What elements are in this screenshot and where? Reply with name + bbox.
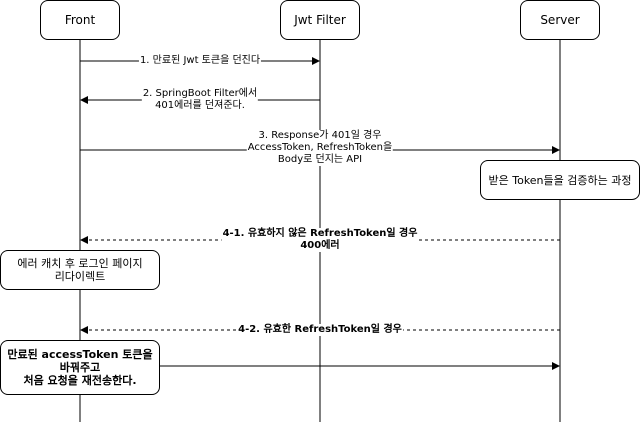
- note-front-resend: 만료된 accessToken 토큰을 바꿔주고 처음 요청을 재전송한다.: [0, 340, 160, 395]
- actor-server: Server: [520, 0, 600, 40]
- actor-jwt-filter: Jwt Filter: [280, 0, 360, 40]
- actor-front: Front: [40, 0, 120, 40]
- note-server-verify: 받은 Token들을 검증하는 과정: [480, 160, 640, 200]
- message-1-label: 1. 만료된 Jwt 토큰을 던진다: [138, 55, 262, 67]
- message-2-label: 2. SpringBoot Filter에서 401에러를 던져준다.: [141, 88, 259, 112]
- note-front-redirect: 에러 캐치 후 로그인 페이지 리다이렉트: [0, 250, 160, 290]
- message-4-1-label: 4-1. 유효하지 않은 RefreshToken일 경우 400에러: [221, 228, 419, 252]
- message-3-label: 3. Response가 401일 경우 AccessToken, Refres…: [246, 130, 394, 166]
- message-4-2-label: 4-2. 유효한 RefreshToken일 경우: [237, 324, 403, 336]
